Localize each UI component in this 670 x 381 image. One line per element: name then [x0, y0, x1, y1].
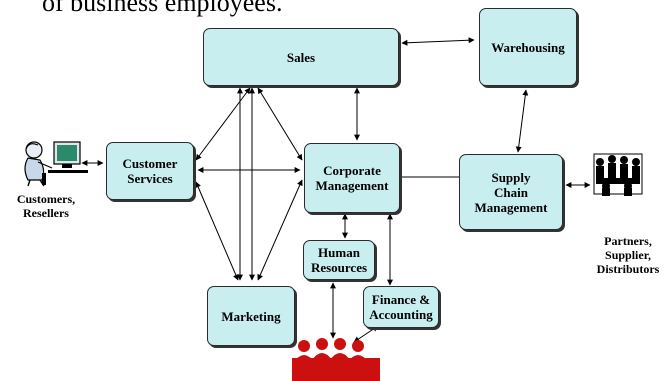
node-customer-services: Customer Services — [106, 142, 194, 200]
node-human-resources: Human Resources — [303, 240, 375, 280]
meeting-group-icon — [593, 153, 643, 196]
node-corporate-management: Corporate Management — [304, 143, 400, 213]
arrow-marketing-corporate — [257, 179, 303, 281]
employees-group-icon — [292, 338, 380, 381]
arrow-customer-sales — [195, 87, 251, 161]
actor-customers-label: Customers, Resellers — [16, 192, 76, 220]
node-warehousing: Warehousing — [479, 8, 577, 86]
page-title-fragment: of business employees. — [42, 0, 283, 17]
node-sales: Sales — [203, 28, 399, 86]
arrow-warehousing-supply — [515, 89, 529, 153]
arrow-customer-marketing — [195, 181, 239, 281]
node-marketing: Marketing — [207, 286, 295, 346]
arrow-sales-warehousing — [401, 37, 475, 46]
arrow-finance-employees — [353, 325, 379, 343]
arrow-sales-corporate-diag — [257, 87, 303, 161]
node-supply-chain-management: Supply Chain Management — [459, 154, 563, 230]
actor-partners-label: Partners, Supplier, Distributors — [596, 234, 660, 276]
node-finance-accounting: Finance & Accounting — [363, 286, 439, 328]
computer-user-icon — [24, 141, 88, 187]
